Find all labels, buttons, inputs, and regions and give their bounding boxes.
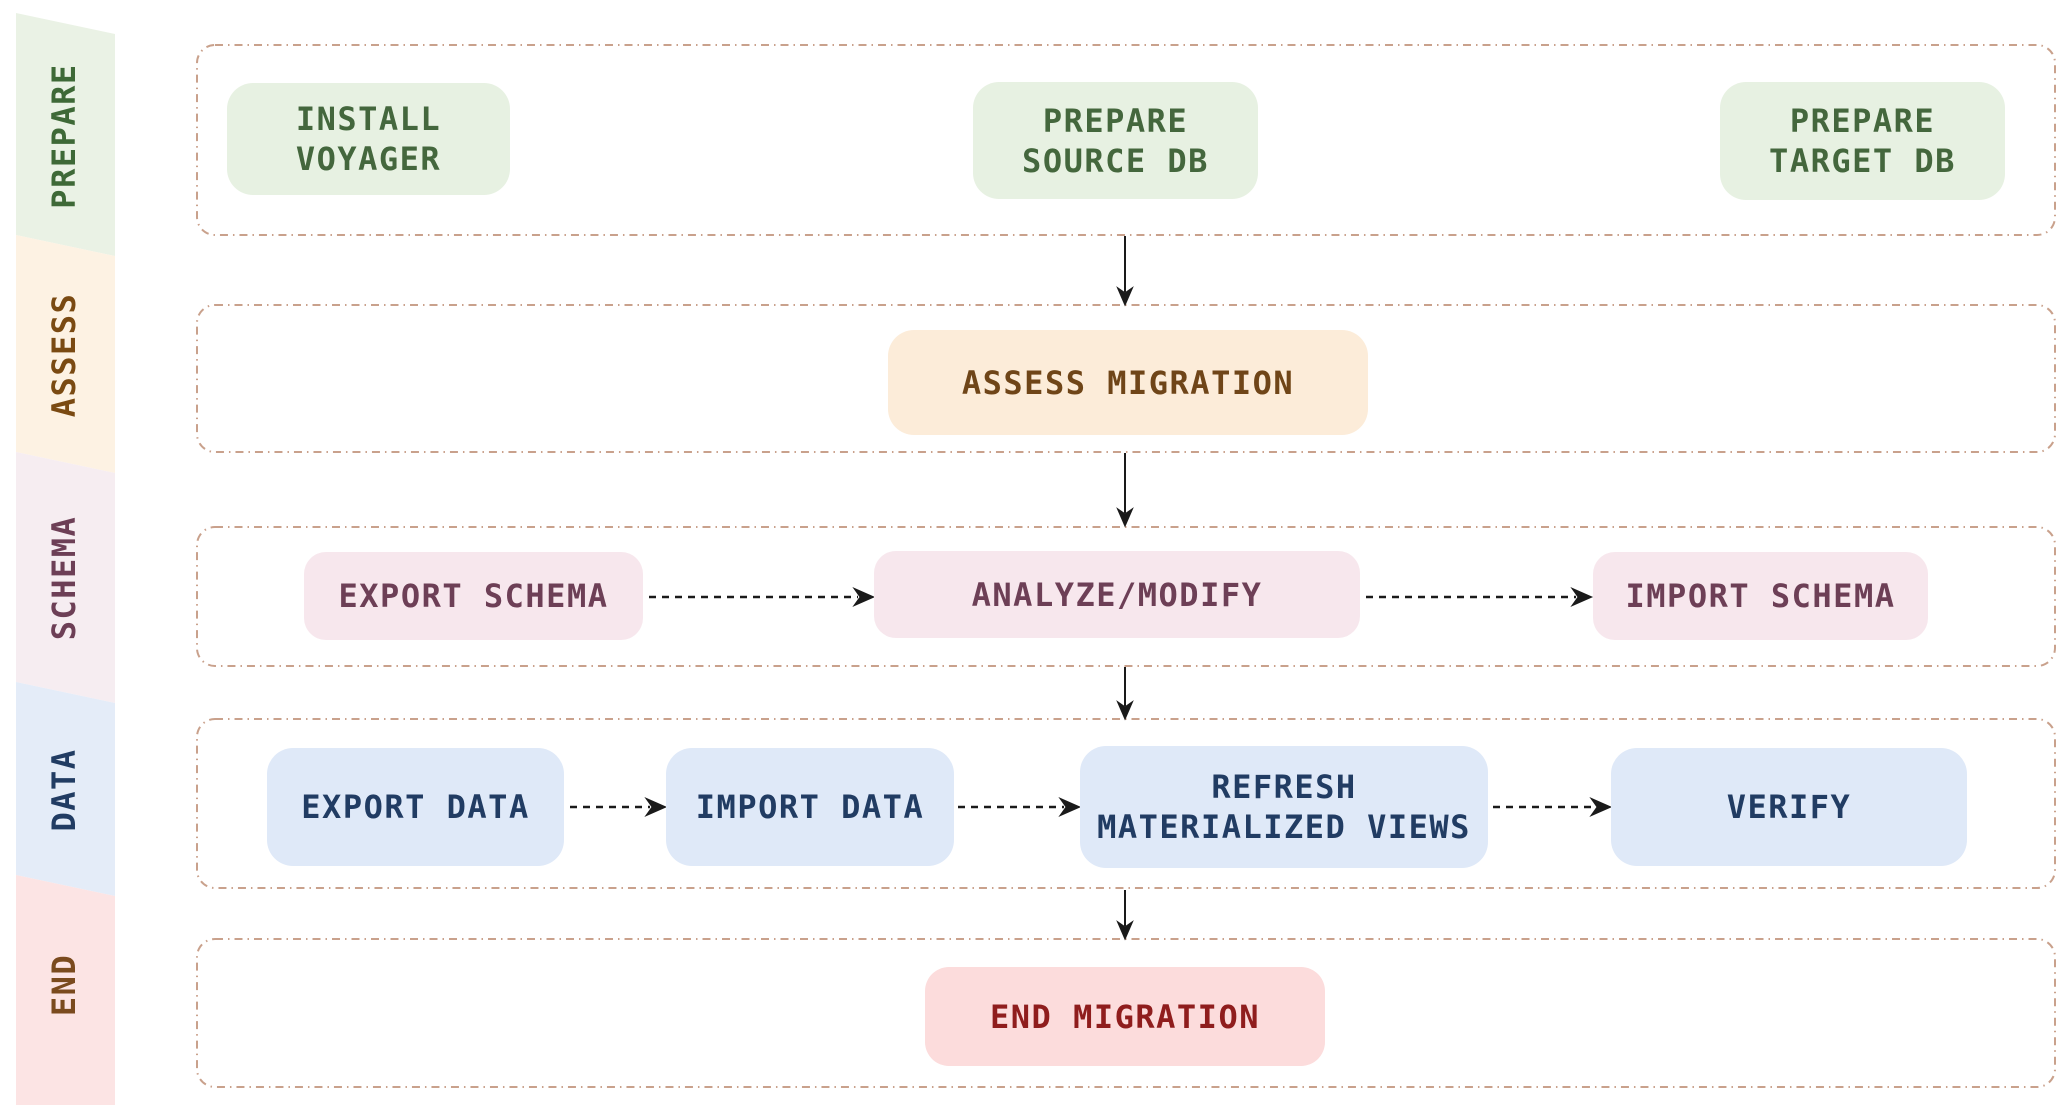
- node-assess-migration: ASSESS MIGRATION: [888, 330, 1368, 435]
- lane-border-prepare: [196, 44, 2056, 236]
- arrow-export-schema-to-analyze: [649, 587, 876, 607]
- node-analyze-modify: ANALYZE/MODIFY: [874, 551, 1360, 638]
- arrow-analyze-to-import-schema: [1366, 587, 1594, 607]
- arrow-export-data-to-import-data: [570, 797, 668, 817]
- node-prepare-source-db: PREPARE SOURCE DB: [973, 82, 1258, 199]
- node-prepare-target-db: PREPARE TARGET DB: [1720, 82, 2005, 200]
- node-export-data: EXPORT DATA: [267, 748, 564, 866]
- arrow-assess-to-schema: [1116, 453, 1134, 528]
- node-end-migration: END MIGRATION: [925, 967, 1325, 1066]
- arrow-schema-to-data: [1116, 667, 1134, 721]
- lane-border-schema: [196, 526, 2056, 667]
- arrow-prepare-to-assess: [1116, 236, 1134, 307]
- arrow-import-data-to-refresh: [958, 797, 1082, 817]
- node-import-data: IMPORT DATA: [666, 748, 954, 866]
- node-install-voyager: INSTALL VOYAGER: [227, 83, 510, 195]
- arrow-refresh-to-verify: [1493, 797, 1613, 817]
- lane-border-end: [196, 938, 2056, 1088]
- node-export-schema: EXPORT SCHEMA: [304, 552, 643, 640]
- node-refresh-materialized-views: REFRESH MATERIALIZED VIEWS: [1080, 746, 1488, 868]
- lane-border-assess: [196, 304, 2056, 453]
- lane-border-data: [196, 718, 2056, 889]
- node-verify: VERIFY: [1611, 748, 1967, 866]
- node-import-schema: IMPORT SCHEMA: [1593, 552, 1928, 640]
- arrow-data-to-end: [1116, 890, 1134, 941]
